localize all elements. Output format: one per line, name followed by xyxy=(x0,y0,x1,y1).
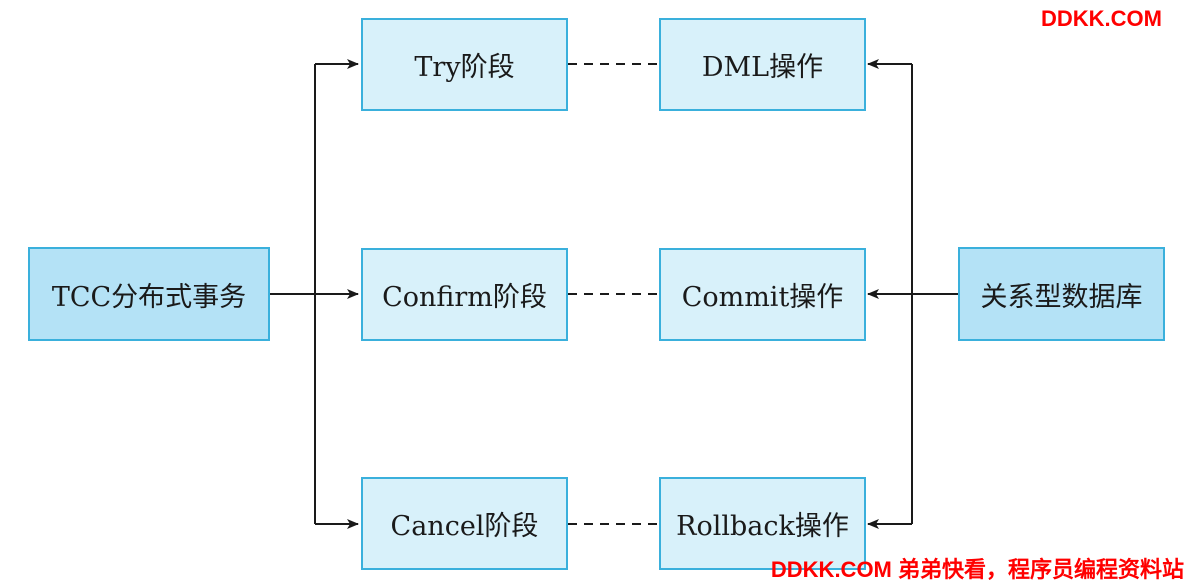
try-phase-node: Try阶段 xyxy=(361,18,568,111)
confirm-phase-node: Confirm阶段 xyxy=(361,248,568,341)
tcc-node: TCC分布式事务 xyxy=(28,247,270,341)
rollback-operation-node: Rollback操作 xyxy=(659,477,866,570)
watermark-top: DDKK.COM xyxy=(1041,6,1162,31)
cancel-phase-node: Cancel阶段 xyxy=(361,477,568,570)
watermark-bottom: DDKK.COM 弟弟快看，程序员编程资料站 xyxy=(770,557,1184,582)
commit-operation-node: Commit操作 xyxy=(659,248,866,341)
relational-database-node: 关系型数据库 xyxy=(958,247,1165,341)
dml-operation-node: DML操作 xyxy=(659,18,866,111)
